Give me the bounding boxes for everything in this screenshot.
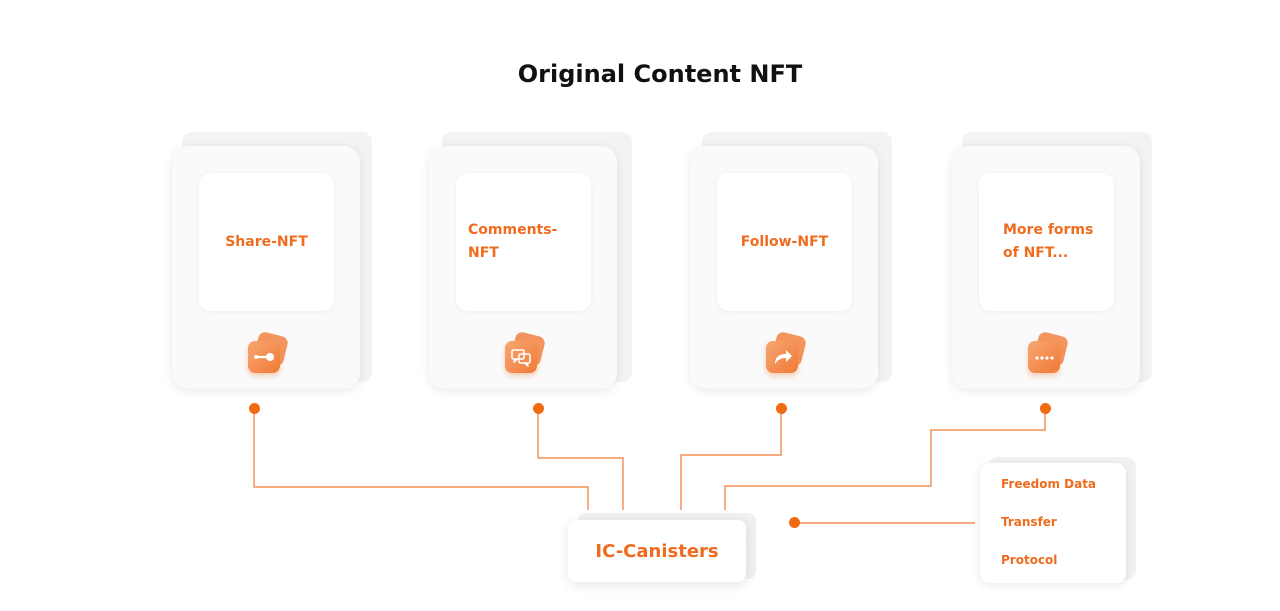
- more-icon: [1028, 330, 1070, 374]
- connector-share: [253, 410, 589, 510]
- protocol-line: Protocol: [1001, 553, 1058, 567]
- connector-more: [724, 410, 1046, 510]
- connector-follow: [680, 410, 782, 510]
- comments-icon: [505, 330, 547, 374]
- connector-comments: [537, 410, 624, 510]
- follow-icon: [766, 330, 808, 374]
- connector-dot: [533, 403, 544, 414]
- card-label: Follow-NFT: [740, 233, 829, 250]
- card-label-panel: Follow-NFT: [717, 173, 852, 311]
- nft-card-more[interactable]: More forms of NFT...: [952, 146, 1140, 389]
- card-label-panel: Comments-NFT: [456, 173, 591, 311]
- page-title: Original Content NFT: [517, 60, 803, 88]
- card-label-panel: More forms of NFT...: [979, 173, 1114, 311]
- share-icon: [248, 330, 290, 374]
- protocol-line: Transfer: [1001, 515, 1057, 529]
- card-label: Share-NFT: [225, 233, 308, 250]
- ic-canisters-box[interactable]: IC-Canisters: [568, 520, 746, 582]
- protocol-box[interactable]: Freedom Data Transfer Protocol: [980, 463, 1126, 583]
- card-label: More forms of NFT...: [1003, 222, 1094, 261]
- connector-dot: [789, 517, 800, 528]
- connector-dot: [776, 403, 787, 414]
- card-label: Comments-NFT: [468, 222, 558, 261]
- protocol-line: Freedom Data: [1001, 477, 1097, 491]
- card-label-panel: Share-NFT: [199, 173, 334, 311]
- connector-dot: [249, 403, 260, 414]
- nft-card-follow[interactable]: Follow-NFT: [690, 146, 878, 389]
- nft-card-share[interactable]: Share-NFT: [172, 146, 360, 389]
- ic-canisters-label: IC-Canisters: [595, 540, 719, 562]
- connector-dot: [1040, 403, 1051, 414]
- nft-card-comments[interactable]: Comments-NFT: [429, 146, 617, 389]
